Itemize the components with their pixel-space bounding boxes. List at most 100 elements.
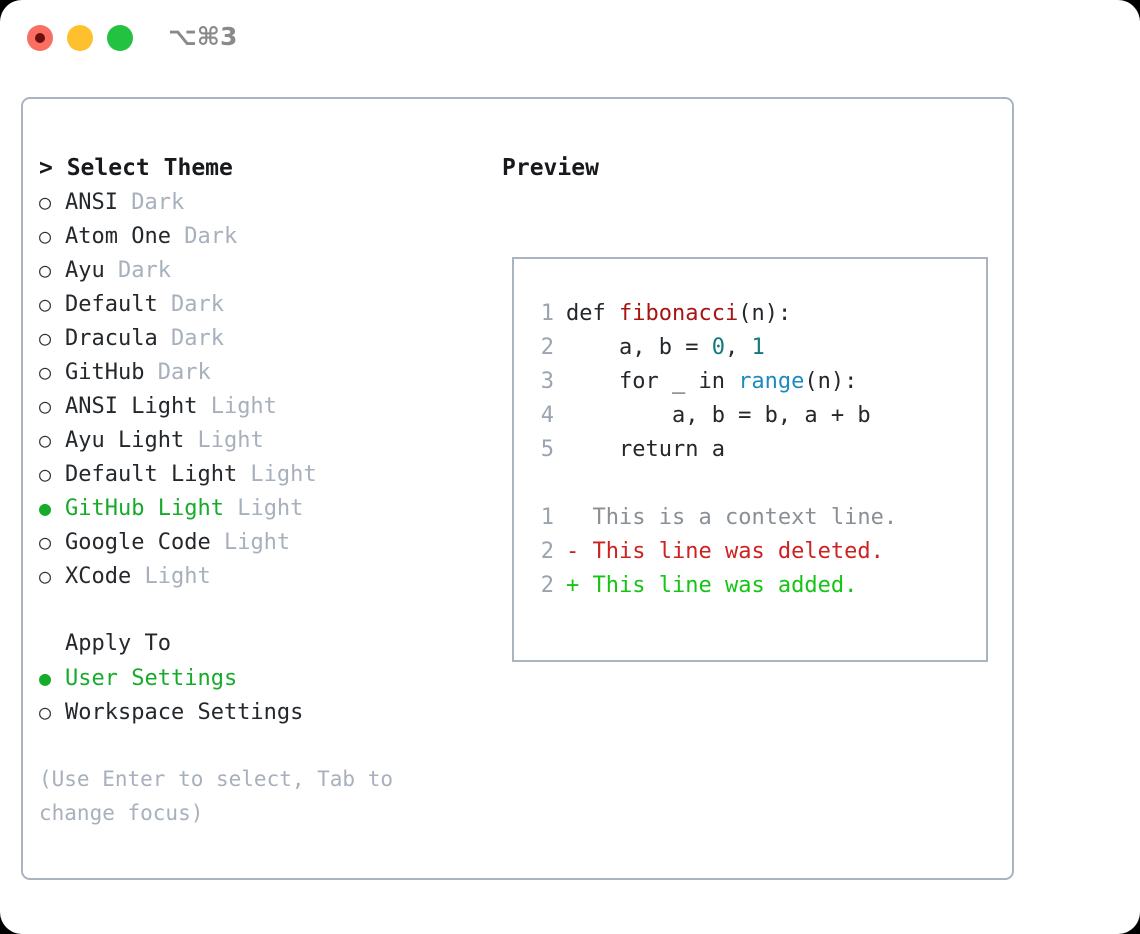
select-theme-header: > Select Theme	[39, 155, 233, 181]
radio-unselected-icon[interactable]: ○	[39, 190, 52, 214]
theme-list-item[interactable]: ○ Dracula Dark	[39, 321, 489, 355]
theme-list-item[interactable]: ○ Google Code Light	[39, 525, 489, 559]
code-token-plain: for _ in	[566, 369, 739, 394]
line-number: 3	[540, 369, 554, 394]
minimize-button[interactable]	[67, 25, 93, 51]
radio-unselected-icon[interactable]: ○	[39, 292, 52, 316]
theme-name: XCode	[65, 564, 132, 589]
theme-list-item[interactable]: ○ GitHub Dark	[39, 355, 489, 389]
maximize-button[interactable]	[107, 25, 133, 51]
theme-name: Atom One	[65, 224, 171, 249]
line-number: 1	[540, 505, 554, 530]
theme-name: Google Code	[65, 530, 211, 555]
theme-list-item[interactable]: ○ ANSI Dark	[39, 185, 489, 219]
theme-list-item[interactable]: ○ Ayu Light Light	[39, 423, 489, 457]
diff-marker: -	[566, 539, 593, 564]
apply-to-label: User Settings	[65, 666, 238, 691]
theme-list-item[interactable]: ● GitHub Light Light	[39, 491, 489, 525]
radio-unselected-icon[interactable]: ○	[39, 258, 52, 282]
line-number: 2	[540, 539, 554, 564]
diff-marker	[566, 501, 593, 535]
radio-unselected-icon[interactable]: ○	[39, 428, 52, 452]
diff-text: This line was deleted.	[592, 539, 884, 564]
diff-line-added: 2 + This line was added.	[514, 569, 986, 603]
theme-variant-tag: Dark	[144, 360, 211, 385]
code-token-builtin: range	[738, 369, 805, 394]
code-token-plain: (n):	[738, 301, 792, 326]
code-token-plain: a, b =	[566, 335, 712, 360]
diff-line-deleted: 2- This line was deleted.	[514, 535, 986, 569]
theme-variant-tag: Light	[197, 394, 277, 419]
radio-unselected-icon[interactable]: ○	[39, 700, 52, 724]
theme-name: GitHub	[65, 360, 145, 385]
apply-to-label: Workspace Settings	[65, 700, 304, 725]
radio-unselected-icon[interactable]: ○	[39, 224, 52, 248]
radio-unselected-icon[interactable]: ○	[39, 462, 52, 486]
radio-unselected-icon[interactable]: ○	[39, 564, 52, 588]
code-token-plain: return a	[566, 437, 725, 462]
theme-list-item[interactable]: ○ Default Light Light	[39, 457, 489, 491]
code-token-num: 0	[711, 335, 725, 360]
code-line: 4 a, b = b, a + b	[514, 399, 986, 433]
code-token-plain: a, b = b, a + b	[566, 403, 871, 428]
theme-list-item[interactable]: ○Default Dark	[39, 287, 489, 321]
diff-text: This is a context line.	[592, 505, 898, 530]
close-button[interactable]	[27, 25, 53, 51]
code-token-func: fibonacci	[618, 301, 739, 326]
theme-variant-tag: Light	[210, 530, 291, 555]
code-line: 1 def fibonacci(n):	[514, 297, 986, 331]
radio-selected-icon[interactable]: ●	[39, 666, 52, 690]
theme-variant-tag: Dark	[104, 258, 171, 283]
theme-variant-tag: Dark	[157, 292, 224, 317]
code-line: 2 a, b = 0, 1	[514, 331, 986, 365]
preview-title: Preview	[502, 155, 599, 181]
line-number: 2	[540, 335, 554, 360]
theme-list-item[interactable]: ○ XCode Light	[39, 559, 489, 593]
code-token-plain: (n):	[804, 369, 858, 394]
apply-to-list[interactable]: ● User Settings ○ Workspace Settings	[39, 661, 489, 729]
radio-unselected-icon[interactable]: ○	[39, 326, 52, 350]
theme-name: ANSI	[65, 190, 118, 215]
theme-variant-tag: Light	[131, 564, 211, 589]
theme-name: Dracula	[65, 326, 158, 351]
theme-list-item[interactable]: ○ANSI Light Light	[39, 389, 489, 423]
radio-unselected-icon[interactable]: ○	[39, 360, 52, 384]
theme-variant-tag: Light	[223, 496, 304, 521]
apply-to-header: Apply To	[65, 631, 171, 656]
keyboard-shortcut-label: ⌥⌘3	[168, 22, 238, 51]
theme-variant-tag: Dark	[170, 224, 238, 249]
diff-block: 1 This is a context line.2- This line wa…	[514, 501, 986, 603]
line-number: 2	[540, 573, 554, 598]
code-token-plain: ,	[724, 335, 752, 360]
apply-to-option[interactable]: ○ Workspace Settings	[39, 695, 489, 729]
theme-name: Ayu	[65, 258, 105, 283]
code-token-num: 1	[751, 335, 765, 360]
theme-variant-tag: Light	[237, 462, 317, 487]
apply-to-option[interactable]: ● User Settings	[39, 661, 489, 695]
radio-unselected-icon[interactable]: ○	[39, 530, 52, 554]
theme-variant-tag: Dark	[157, 326, 224, 351]
theme-list-item[interactable]: ○ Ayu Dark	[39, 253, 489, 287]
theme-name: Default Light	[65, 462, 238, 487]
code-token-plain: def	[566, 301, 619, 326]
theme-variant-tag: Dark	[117, 190, 185, 215]
theme-name: Ayu Light	[65, 428, 185, 453]
theme-list[interactable]: ○ANSI Dark○Atom One Dark○Ayu Dark○Defaul…	[39, 185, 489, 593]
window-controls	[27, 25, 133, 51]
code-line: 5 return a	[514, 433, 986, 467]
theme-variant-tag: Light	[184, 428, 264, 453]
radio-selected-icon[interactable]: ●	[39, 496, 52, 520]
radio-unselected-icon[interactable]: ○	[39, 394, 52, 418]
code-line: 3 for _ in range(n):	[514, 365, 986, 399]
line-number: 1	[540, 301, 554, 326]
diff-line-context: 1 This is a context line.	[514, 501, 986, 535]
theme-name: GitHub Light	[65, 496, 224, 521]
theme-list-item[interactable]: ○ Atom One Dark	[39, 219, 489, 253]
diff-text: This line was added.	[592, 573, 858, 598]
diff-marker: +	[566, 573, 593, 598]
line-number: 5	[540, 437, 554, 462]
